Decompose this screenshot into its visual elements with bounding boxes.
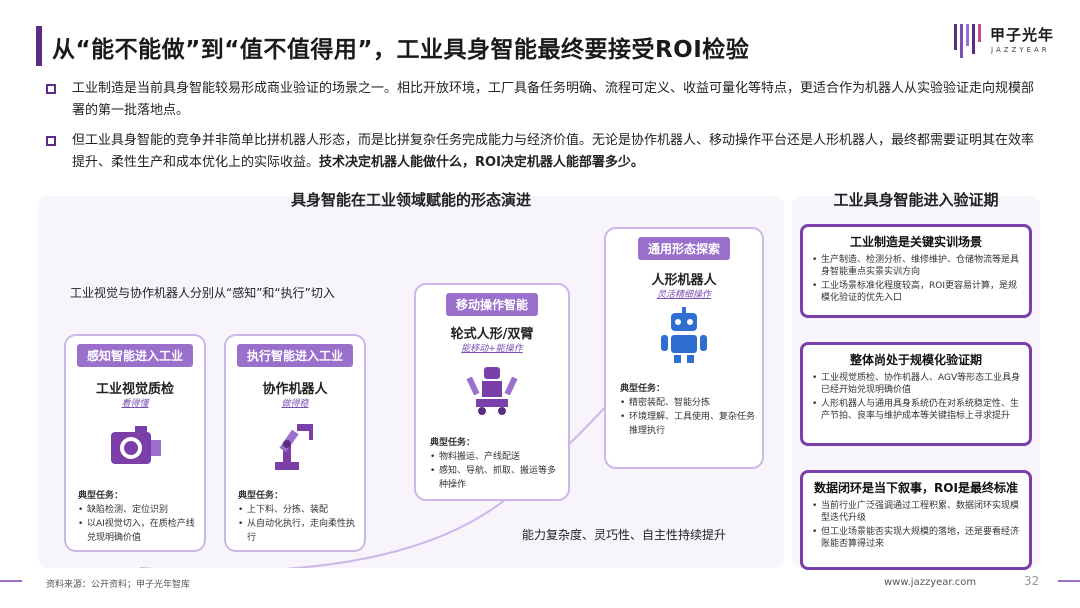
task-item: 精密装配、智能分拣 [620, 396, 756, 410]
evolution-card-mobile: 移动操作智能 轮式人形/双臂 能移动+能操作 典型任务： 物料搬运、产线配送 感… [414, 283, 570, 501]
verification-item: 当前行业广泛强调通过工程积累、数据闭环实现模型迭代升级 [811, 500, 1021, 524]
camera-icon [105, 422, 165, 476]
title-accent-bar [36, 26, 42, 66]
humanoid-robot-icon [657, 307, 711, 367]
task-item: 以AI视觉切入，在质检产线兑现明确价值 [78, 517, 200, 545]
robot-arm-icon [267, 418, 323, 478]
task-label: 典型任务： [78, 491, 124, 501]
card-subtitle: 做得稳 [281, 399, 309, 409]
card-subtitle: 能移动+能操作 [461, 344, 523, 354]
verification-box: 工业制造是关键实训场景 生产制造、检测分析、维修维护、仓储物流等是具身智能重点实… [800, 224, 1032, 318]
evolution-card-vision: 感知智能进入工业 工业视觉质检 看得懂 典型任务： 缺陷检测、定位识别 以AI视… [64, 334, 206, 552]
task-list: 精密装配、智能分拣 环境理解、工具使用、复杂任务推理执行 [620, 396, 756, 438]
task-label: 典型任务： [238, 491, 284, 501]
task-item: 缺陷检测、定位识别 [78, 503, 200, 517]
footer-divider-right [1058, 580, 1080, 582]
verification-box: 整体尚处于规模化验证期 工业视觉质检、协作机器人、AGV等形态工业具身已经开始兑… [800, 342, 1032, 446]
verification-box-heading: 整体尚处于规模化验证期 [849, 353, 982, 367]
task-item: 环境理解、工具使用、复杂任务推理执行 [620, 410, 756, 438]
card-name: 人形机器人 [651, 273, 717, 288]
task-label: 典型任务： [430, 438, 476, 448]
card-name: 工业视觉质检 [95, 382, 174, 397]
bullet-text: 但工业具身智能的竞争并非简单比拼机器人形态，而是比拼复杂任务完成能力与经济价值。… [72, 133, 1035, 170]
brand-name: 甲子光年 [990, 26, 1055, 44]
task-item: 从自动化执行，走向柔性执行 [238, 517, 360, 545]
logo-mark-icon [954, 24, 981, 58]
verification-item: 人形机器人与通用具身系统仍在对系统稳定性、生产节拍、良率与维护成本等关键指标上寻… [811, 398, 1021, 422]
card-subtitle: 灵活精细操作 [656, 290, 711, 300]
verification-box-heading: 数据闭环是当下叙事，ROI是最终标准 [814, 481, 1018, 495]
bullet-text: 工业制造是当前具身智能较易形成商业验证的场景之一。相比开放环境，工厂具备任务明确… [72, 81, 1035, 118]
card-name: 轮式人形/双臂 [450, 327, 534, 342]
bullet-square-icon [46, 84, 56, 94]
task-item: 感知、导航、抓取、搬运等多种操作 [430, 464, 564, 492]
verification-title: 工业具身智能进入验证期 [833, 191, 999, 209]
evolution-card-humanoid: 通用形态探索 人形机器人 灵活精细操作 典型任务： 精密装配、智能分拣 环境理解… [604, 227, 764, 469]
task-list: 缺陷检测、定位识别 以AI视觉切入，在质检产线兑现明确价值 [78, 503, 200, 545]
verification-item: 工业视觉质检、协作机器人、AGV等形态工业具身已经开始兑现明确价值 [811, 372, 1021, 396]
verification-box-heading: 工业制造是关键实训场景 [849, 235, 982, 249]
website-link[interactable]: www.jazzyear.com [884, 577, 977, 588]
bullet-point: 但工业具身智能的竞争并非简单比拼机器人形态，而是比拼复杂任务完成能力与经济价值。… [46, 130, 1046, 174]
verification-box: 数据闭环是当下叙事，ROI是最终标准 当前行业广泛强调通过工程积累、数据闭环实现… [800, 470, 1032, 570]
task-item: 上下料、分拣、装配 [238, 503, 360, 517]
task-item: 物料搬运、产线配送 [430, 450, 564, 464]
bullet-bold-text: 技术决定机器人能做什么，ROI决定机器人能部署多少。 [319, 155, 644, 170]
bullet-square-icon [46, 136, 56, 146]
mobile-manipulator-icon [464, 363, 520, 421]
card-name: 协作机器人 [262, 382, 328, 397]
progress-label: 能力复杂度、灵巧性、自主性持续提升 [522, 528, 727, 542]
verification-item: 工业场景标准化程度较高，ROI更容易计算，是规模化验证的优先入口 [811, 280, 1021, 304]
task-label: 典型任务： [620, 384, 666, 394]
brand-name-en: JAZZYEAR [991, 46, 1050, 54]
footer-divider-left [0, 580, 22, 582]
brand-logo: 甲子光年 JAZZYEAR [952, 20, 1062, 64]
card-subtitle: 看得懂 [121, 399, 149, 409]
card-header: 移动操作智能 [445, 293, 539, 316]
verification-box-list: 工业视觉质检、协作机器人、AGV等形态工业具身已经开始兑现明确价值 人形机器人与… [811, 372, 1021, 422]
evolution-title: 具身智能在工业领域赋能的形态演进 [290, 191, 531, 209]
task-list: 上下料、分拣、装配 从自动化执行，走向柔性执行 [238, 503, 360, 545]
card-header: 感知智能进入工业 [76, 344, 194, 367]
page-title: 从“能不能做”到“值不值得用”，工业具身智能最终要接受ROI检验 [52, 37, 750, 63]
card-header: 执行智能进入工业 [236, 344, 354, 367]
verification-item: 生产制造、检测分析、维修维护、仓储物流等是具身智能重点实景实训方向 [811, 254, 1021, 278]
bullet-point: 工业制造是当前具身智能较易形成商业验证的场景之一。相比开放环境，工厂具备任务明确… [46, 78, 1046, 122]
task-list: 物料搬运、产线配送 感知、导航、抓取、搬运等多种操作 [430, 450, 564, 492]
verification-box-list: 当前行业广泛强调通过工程积累、数据闭环实现模型迭代升级 但工业场景能否实现大规模… [811, 500, 1021, 550]
card-header: 通用形态探索 [637, 237, 731, 260]
verification-box-list: 生产制造、检测分析、维修维护、仓储物流等是具身智能重点实景实训方向 工业场景标准… [811, 254, 1021, 304]
verification-item: 但工业场景能否实现大规模的落地，还是要看经济账能否算得过来 [811, 526, 1021, 550]
evolution-card-cobot: 执行智能进入工业 协作机器人 做得稳 典型任务： 上下料、分拣、装配 从自动化执… [224, 334, 366, 552]
page-number: 32 [1024, 574, 1040, 588]
source-note: 资料来源：公开资料；甲子光年智库 [46, 580, 191, 590]
evolution-intro: 工业视觉与协作机器人分别从“感知”和“执行”切入 [70, 286, 335, 300]
